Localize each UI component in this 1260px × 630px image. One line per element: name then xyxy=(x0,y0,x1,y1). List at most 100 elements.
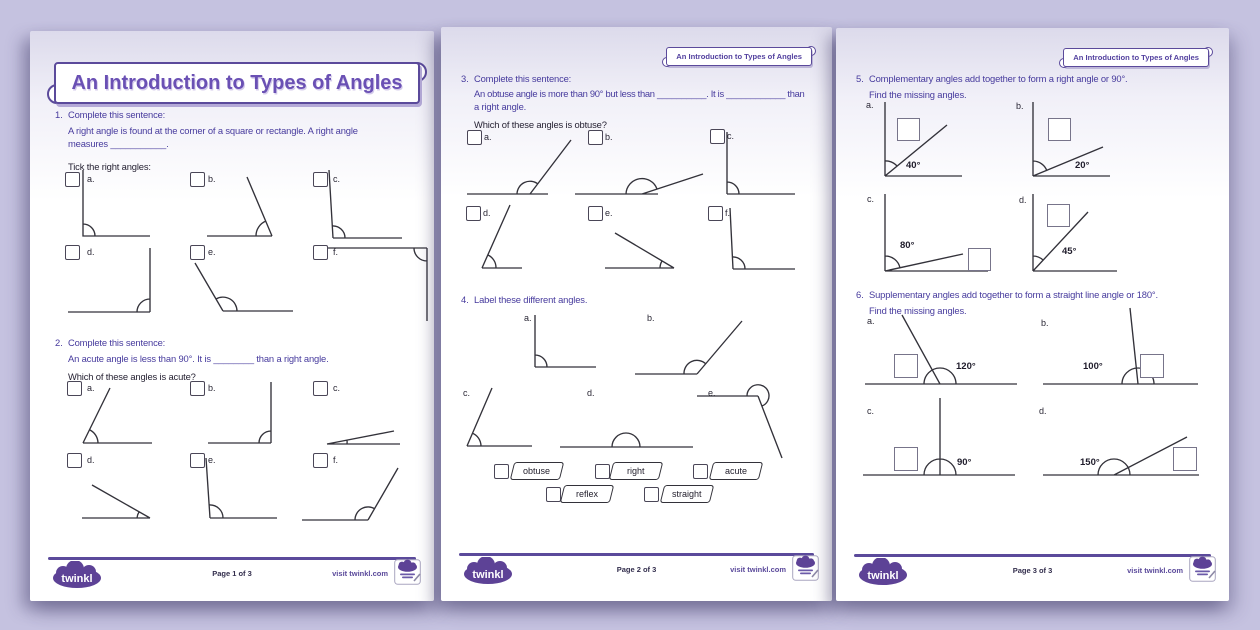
angle-diagram-q6-c xyxy=(863,398,1015,476)
q4-wordbank-tag-straight[interactable]: straight xyxy=(659,485,715,503)
q1-checkbox-d[interactable] xyxy=(65,245,80,260)
q5-answer-box-d[interactable] xyxy=(1047,204,1070,227)
q2-letter-e: e. xyxy=(208,455,216,465)
q6-angle-d: 150° xyxy=(1080,457,1100,468)
q5-answer-box-a[interactable] xyxy=(897,118,920,141)
q1-instruction: Tick the right angles: xyxy=(68,161,151,172)
q4-wordbank-checkbox-acute[interactable] xyxy=(693,464,708,479)
q3-checkbox-b[interactable] xyxy=(588,130,603,145)
angle-diagram-q2-f xyxy=(302,467,399,521)
q6-angle-b: 100° xyxy=(1083,361,1103,372)
twinkl-logo-text: twinkl xyxy=(61,573,92,585)
q4-wordbank-tag-obtuse[interactable]: obtuse xyxy=(509,462,565,480)
q1-checkbox-e[interactable] xyxy=(190,245,205,260)
angle-diagram-q5-a xyxy=(884,102,962,177)
q2-checkbox-f[interactable] xyxy=(313,453,328,468)
angle-diagram-q3-d xyxy=(481,204,522,269)
footer-divider xyxy=(459,553,814,556)
footer-divider xyxy=(48,557,416,560)
q3-letter-d: d. xyxy=(483,208,491,218)
q4-wordbank-tag-reflex[interactable]: reflex xyxy=(559,485,615,503)
q1-checkbox-c[interactable] xyxy=(313,172,328,187)
q6-letter-c: c. xyxy=(867,406,875,416)
q3-checkbox-f[interactable] xyxy=(708,206,723,221)
pencil-icon xyxy=(1208,570,1216,579)
pencil-icon xyxy=(413,573,421,582)
angle-diagram-q1-b xyxy=(207,176,273,237)
q4-letter-b: b. xyxy=(647,313,655,323)
q5-angle-a: 40° xyxy=(906,160,921,171)
q2-checkbox-c[interactable] xyxy=(313,381,328,396)
page-header-badge: An Introduction to Types of Angles xyxy=(662,46,816,67)
angle-diagram-q1-d xyxy=(68,248,151,313)
q6-letter-a: a. xyxy=(867,316,875,326)
q4-letter-a: a. xyxy=(524,313,532,323)
q2-checkbox-b[interactable] xyxy=(190,381,205,396)
visit-link[interactable]: visit twinkl.com xyxy=(332,569,388,578)
q3-checkbox-d[interactable] xyxy=(466,206,481,221)
q4-wordbank-checkbox-right[interactable] xyxy=(595,464,610,479)
q1-sentence-line1: A right angle is found at the corner of … xyxy=(68,125,358,136)
q2-sentence-line1: An acute angle is less than 90°. It is _… xyxy=(68,353,329,364)
angle-diagram-q1-c xyxy=(328,169,402,239)
twinkl-logo: twinkl xyxy=(464,557,512,584)
q4-wordbank-tag-acute[interactable]: acute xyxy=(708,462,764,480)
q2-checkbox-d[interactable] xyxy=(67,453,82,468)
twinkl-logo: twinkl xyxy=(53,561,101,588)
q1-checkbox-b[interactable] xyxy=(190,172,205,187)
q6-angle-c: 90° xyxy=(957,457,972,468)
q3-sentence-line1: An obtuse angle is more than 90° but les… xyxy=(474,88,805,99)
q4-wordbank-checkbox-straight[interactable] xyxy=(644,487,659,502)
q6-answer-box-b[interactable] xyxy=(1140,354,1164,378)
worksheet-page-2: An Introduction to Types of Angles 3. Co… xyxy=(441,27,832,601)
q2-letter-a: a. xyxy=(87,383,95,393)
angle-diagram-q4-a xyxy=(534,315,596,368)
q5-letter-c: c. xyxy=(867,194,875,204)
quality-badge xyxy=(1189,556,1216,582)
q6-letter-b: b. xyxy=(1041,318,1049,328)
q6-answer-box-d[interactable] xyxy=(1173,447,1197,471)
visit-link[interactable]: visit twinkl.com xyxy=(730,565,786,574)
q4-wordbank-checkbox-obtuse[interactable] xyxy=(494,464,509,479)
angle-diagram-q3-e xyxy=(605,232,675,269)
q4-wordbank-label-acute: acute xyxy=(724,466,748,476)
q5-answer-box-c[interactable] xyxy=(968,248,991,271)
q6-letter-d: d. xyxy=(1039,406,1047,416)
q2-letter-f: f. xyxy=(333,455,339,465)
q1-letter-b: b. xyxy=(208,174,216,184)
q6-answer-box-c[interactable] xyxy=(894,447,918,471)
q2-checkbox-a[interactable] xyxy=(67,381,82,396)
worksheet-page-1: An Introduction to Types of Angles 1. Co… xyxy=(30,31,434,601)
q1-prompt: Complete this sentence: xyxy=(68,109,166,120)
q3-sentence-line2: a right angle. xyxy=(474,101,527,112)
quality-badge xyxy=(792,555,819,581)
q5-line1: Complementary angles add together to for… xyxy=(869,73,1128,84)
q4-letter-d: d. xyxy=(587,388,595,398)
angle-diagram-q2-c xyxy=(326,430,400,445)
q1-checkbox-f[interactable] xyxy=(313,245,328,260)
q3-letter-f: f. xyxy=(725,208,731,218)
q3-checkbox-c[interactable] xyxy=(710,129,725,144)
q3-prompt: Complete this sentence: xyxy=(474,73,572,84)
q3-checkbox-e[interactable] xyxy=(588,206,603,221)
q5-angle-c: 80° xyxy=(900,240,915,251)
q2-checkbox-e[interactable] xyxy=(190,453,205,468)
q3-checkbox-a[interactable] xyxy=(467,130,482,145)
q1-checkbox-a[interactable] xyxy=(65,172,80,187)
q2-letter-d: d. xyxy=(87,455,95,465)
q6-answer-box-a[interactable] xyxy=(894,354,918,378)
q5-answer-box-b[interactable] xyxy=(1048,118,1071,141)
angle-diagram-q5-c xyxy=(884,194,988,272)
q5-number: 5. xyxy=(856,73,864,84)
q1-letter-e: e. xyxy=(208,247,216,257)
q5-letter-d: d. xyxy=(1019,195,1027,205)
angle-diagram-q4-e xyxy=(697,384,783,459)
q4-wordbank-tag-right[interactable]: right xyxy=(608,462,664,480)
q2-number: 2. xyxy=(55,337,63,348)
q4-wordbank-checkbox-reflex[interactable] xyxy=(546,487,561,502)
q5-angle-d: 45° xyxy=(1062,246,1077,257)
twinkl-logo-text: twinkl xyxy=(472,569,503,581)
page-header-badge: An Introduction to Types of Angles xyxy=(1059,47,1213,68)
q2-prompt: Complete this sentence: xyxy=(68,337,166,348)
visit-link[interactable]: visit twinkl.com xyxy=(1127,566,1183,575)
